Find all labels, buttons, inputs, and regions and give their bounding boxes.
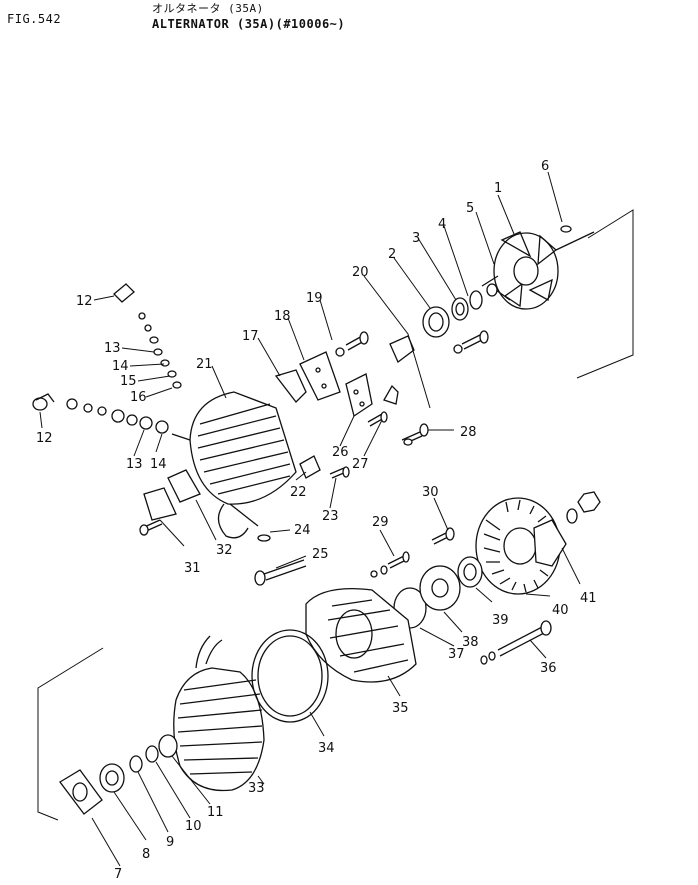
callout-7: 7: [114, 867, 122, 882]
stator-ring[interactable]: [251, 629, 329, 723]
spacer[interactable]: [469, 290, 483, 310]
washer-24[interactable]: [257, 534, 271, 542]
key[interactable]: [560, 225, 572, 233]
callout-15: 15: [120, 374, 137, 389]
callout-41: 41: [580, 591, 597, 606]
callout-10: 10: [185, 819, 202, 834]
callout-11: 11: [207, 805, 224, 820]
callout-25: 25: [312, 547, 329, 562]
callout-9: 9: [166, 835, 174, 850]
callout-23: 23: [322, 509, 339, 524]
diagram-title: ALTERNATOR (35A)(#10006~): [152, 17, 346, 31]
callout-31: 31: [184, 561, 201, 576]
callout-39: 39: [492, 613, 509, 628]
callout-12-left: 12: [36, 431, 53, 446]
assembly-bracket-left: [37, 647, 104, 821]
callout-14-upper: 14: [112, 359, 129, 374]
callout-29: 29: [372, 515, 389, 530]
terminal-bolt-12-left[interactable]: [32, 393, 55, 411]
terminal-bolt-12-upper[interactable]: [113, 283, 135, 303]
callout-2: 2: [388, 247, 396, 262]
leader-lines: [39, 171, 581, 867]
callout-3: 3: [412, 231, 420, 246]
through-bolt-36[interactable]: [480, 620, 552, 665]
callout-40: 40: [552, 603, 569, 618]
callout-12-upper: 12: [76, 294, 93, 309]
callout-19: 19: [306, 291, 323, 306]
callout-17: 17: [242, 329, 259, 344]
front-housing[interactable]: [305, 587, 417, 683]
callout-38: 38: [462, 635, 479, 650]
brush-holder[interactable]: [383, 335, 415, 405]
callout-20: 20: [352, 265, 369, 280]
rectifier-plate-18[interactable]: [299, 351, 341, 401]
regulator-plate-26[interactable]: [345, 373, 373, 418]
callout-36: 36: [540, 661, 557, 676]
callout-30: 30: [422, 485, 439, 500]
insulator-washers-left[interactable]: [66, 398, 169, 434]
screw-20[interactable]: [453, 330, 489, 354]
collar-10[interactable]: [145, 745, 159, 763]
terminal-28[interactable]: [401, 423, 429, 446]
callout-16: 16: [130, 390, 147, 405]
through-bolt-25[interactable]: [254, 559, 307, 586]
callout-5: 5: [466, 201, 474, 216]
callout-13-lower: 13: [126, 457, 143, 472]
screw-19[interactable]: [335, 331, 369, 357]
bearing-cover[interactable]: [59, 769, 103, 815]
fan[interactable]: [475, 497, 567, 595]
rear-housing[interactable]: [171, 391, 297, 539]
callout-1: 1: [494, 181, 502, 196]
callout-24: 24: [294, 523, 311, 538]
stator[interactable]: [173, 635, 265, 792]
ball-bearing-rear[interactable]: [457, 556, 483, 588]
screw-23[interactable]: [329, 466, 350, 479]
assembly-bracket-right: [576, 209, 634, 379]
callout-22: 22: [290, 485, 307, 500]
callout-34: 34: [318, 741, 335, 756]
bearing-retainer[interactable]: [419, 565, 461, 611]
callout-18: 18: [274, 309, 291, 324]
callout-27: 27: [352, 457, 369, 472]
callout-14-lower: 14: [150, 457, 167, 472]
callout-35: 35: [392, 701, 409, 716]
callout-28: 28: [460, 425, 477, 440]
screw-30[interactable]: [431, 527, 455, 545]
bearing-8[interactable]: [99, 763, 125, 793]
insulator-washers-upper[interactable]: [138, 312, 182, 389]
plate-32[interactable]: [167, 469, 201, 503]
spacer-9[interactable]: [129, 755, 143, 773]
callout-8: 8: [142, 847, 150, 862]
collar-11[interactable]: [158, 734, 178, 758]
callout-21: 21: [196, 357, 213, 372]
screw-29[interactable]: [370, 551, 410, 578]
callout-37: 37: [448, 647, 465, 662]
figure-number: FIG.542: [7, 12, 62, 26]
callout-4: 4: [438, 217, 446, 232]
plate-31[interactable]: [139, 487, 177, 536]
callout-13-upper: 13: [104, 341, 121, 356]
cover-plate-17[interactable]: [274, 369, 307, 403]
japanese-subtitle: オルタネータ (35A): [152, 2, 264, 15]
rotor[interactable]: [481, 231, 595, 310]
collar[interactable]: [451, 297, 469, 321]
callout-32: 32: [216, 543, 233, 558]
callout-6: 6: [541, 159, 549, 174]
nut-41[interactable]: [566, 491, 601, 524]
ball-bearing-front[interactable]: [422, 306, 450, 338]
callout-26: 26: [332, 445, 349, 460]
screw-27[interactable]: [367, 411, 388, 427]
callout-33: 33: [248, 781, 265, 796]
